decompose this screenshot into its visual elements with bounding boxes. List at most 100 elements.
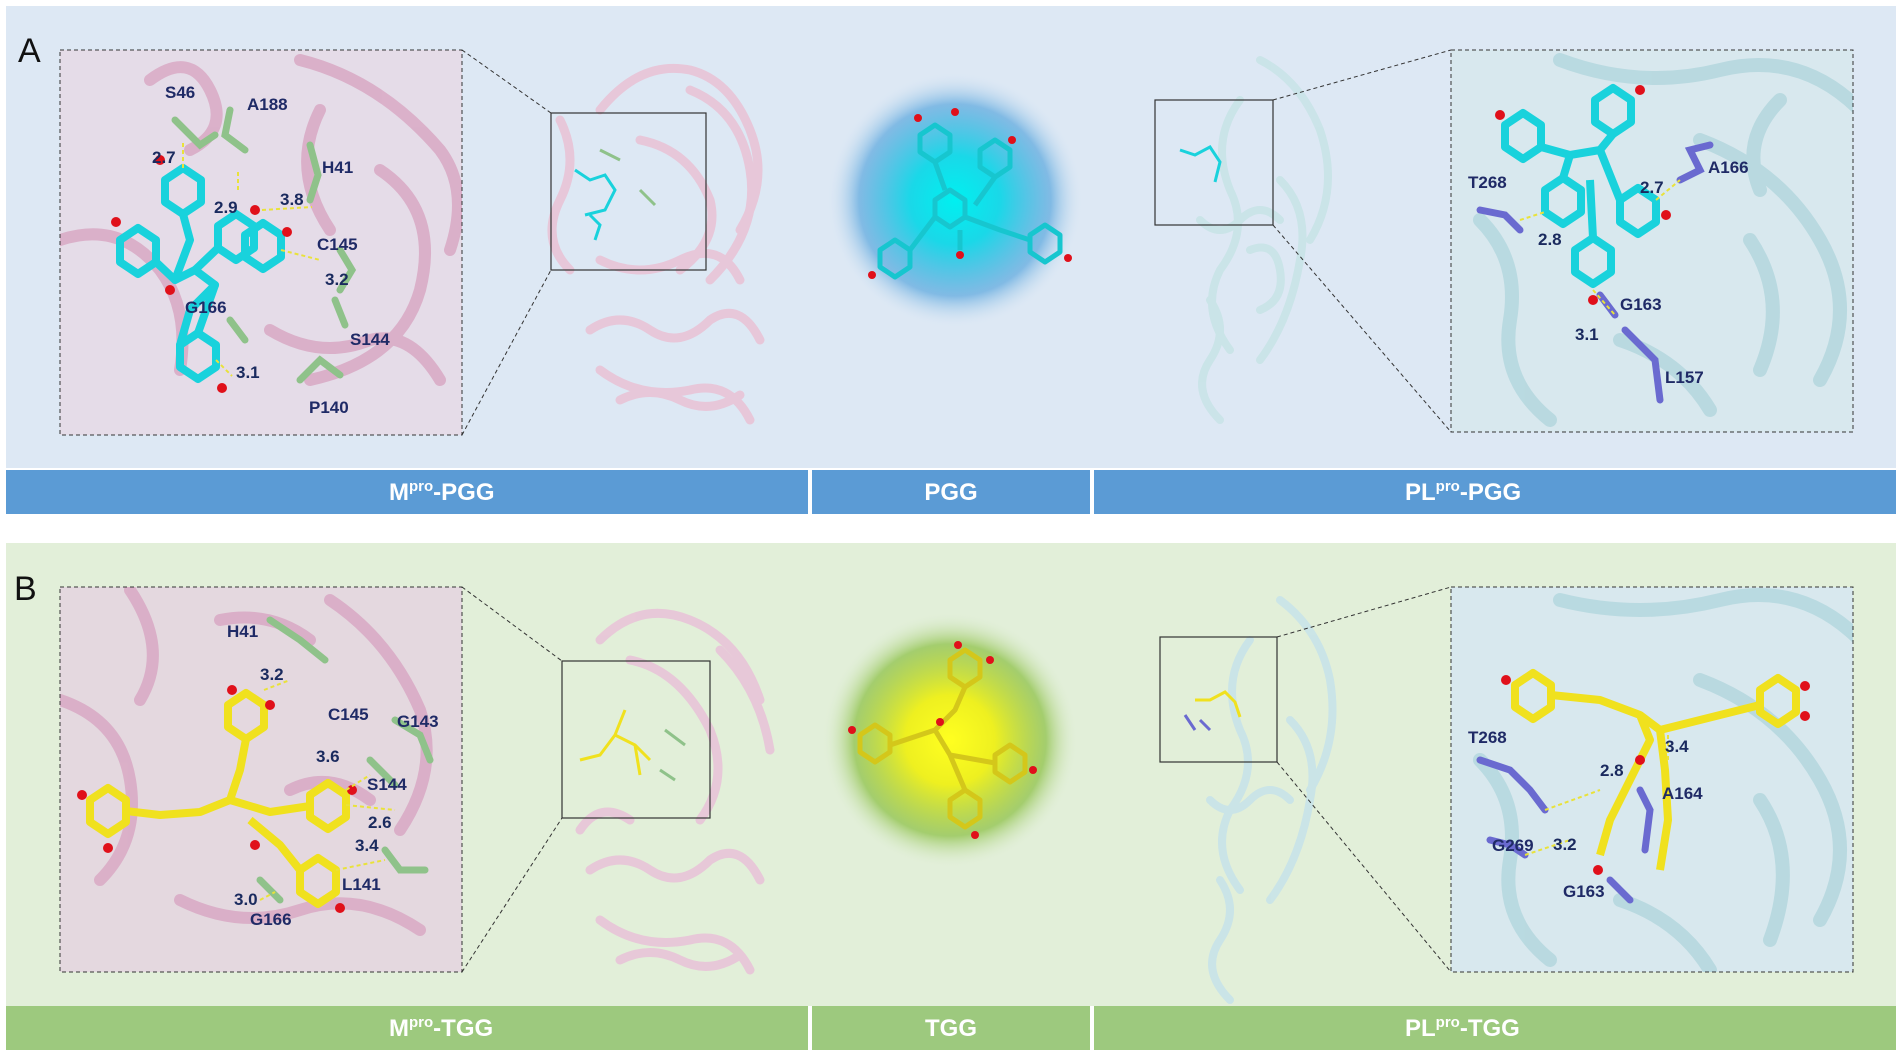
zoom-connector (461, 269, 552, 436)
residue-label-g143: G143 (397, 712, 439, 731)
bar-plpro-pgg (1094, 470, 1896, 514)
pgg-oxygens-plpro (1495, 85, 1671, 305)
plpro-mini-residues-b (1183, 714, 1212, 732)
mpro-pgg-zoom: S46 A188 H41 C145 G166 S144 P140 2.7 2.9… (59, 49, 463, 436)
tgg-glow (822, 612, 1078, 868)
panel-a-label-bar: Mpro-PGG PGG PLpro-PGG (6, 470, 1896, 514)
residue-label-g166: G166 (250, 910, 292, 929)
panel-a-letter: A (18, 32, 41, 70)
distance-label: 3.2 (325, 270, 349, 289)
residue-label-s144: S144 (367, 775, 407, 794)
residue-label-p140: P140 (309, 398, 349, 417)
distance-label: 3.2 (1553, 835, 1577, 854)
mpro-ribbon-zoom-b (60, 587, 433, 936)
plpro-pgg-zoom: A166 T268 G163 L157 2.7 2.8 3.1 (1450, 49, 1854, 433)
distance-label: 3.6 (316, 747, 340, 766)
plpro-binding-site-box (1154, 99, 1274, 226)
residue-label-h41: H41 (322, 158, 353, 177)
distance-label: 2.8 (1600, 761, 1624, 780)
tgg-oxygens-plpro (1501, 675, 1810, 875)
bar-label-tgg: TGG (925, 1015, 977, 1042)
panel-a: A (6, 6, 1896, 514)
plpro-overview-tgg (1206, 596, 1337, 1004)
plpro-ribbon-zoom (1473, 53, 1853, 427)
distance-label: 2.9 (214, 198, 238, 217)
distance-label: 3.4 (1665, 737, 1689, 756)
residue-label-c145: C145 (328, 705, 369, 724)
plpro-residues-tgg (1476, 756, 1654, 904)
zoom-connector (1276, 586, 1452, 638)
zoom-connector (1272, 49, 1452, 101)
residue-label-g166: G166 (185, 298, 227, 317)
residue-label-a166: A166 (1708, 158, 1749, 177)
hbonds-plpro-pgg (1519, 179, 1681, 316)
plpro-tgg-zoom: T268 A164 G269 G163 2.8 3.4 3.2 (1450, 586, 1854, 973)
hbonds-mpro-pgg (182, 140, 321, 377)
tgg-oxygens-zoom (77, 685, 357, 913)
distance-label: 3.0 (234, 890, 258, 909)
panel-b-label-bar: Mpro-TGG TGG PLpro-TGG (6, 1006, 1896, 1050)
plpro-binding-site-box-b (1159, 636, 1278, 763)
residue-label-g269: G269 (1492, 836, 1534, 855)
residue-label-l141: L141 (342, 875, 381, 894)
zoom-frame (59, 586, 463, 973)
residue-label-s144: S144 (350, 330, 390, 349)
mpro-residues-tgg (256, 616, 434, 904)
distance-label: 3.8 (280, 190, 304, 209)
tgg-ligand-plpro (1511, 669, 1800, 871)
bar-label-plpro-tgg: PLpro-TGG (1405, 1014, 1520, 1042)
plpro-residues-pgg (1476, 141, 1714, 404)
residue-label-l157: L157 (1665, 368, 1704, 387)
residue-label-g163: G163 (1563, 882, 1605, 901)
pgg-ligand-mini (574, 168, 617, 241)
distance-label: 2.7 (1640, 178, 1664, 197)
residue-label-t268: T268 (1468, 728, 1507, 747)
bar-mpro-tgg (6, 1006, 808, 1050)
pgg-glow (827, 72, 1083, 328)
residue-label-t268: T268 (1468, 173, 1507, 192)
mpro-residues-pgg (171, 106, 357, 384)
bar-label-mpro-tgg: Mpro-TGG (389, 1014, 493, 1042)
mpro-residues-mini (599, 148, 657, 207)
pgg-ligand-plpro (1501, 84, 1660, 288)
zoom-connector (461, 817, 563, 973)
plpro-mini-ligand (1179, 145, 1222, 183)
zoom-connector (1276, 761, 1452, 973)
bar-mpro-pgg (6, 470, 808, 514)
residue-label-c145: C145 (317, 235, 358, 254)
tgg-ligand-render (822, 612, 1078, 868)
mpro-overview-pgg (547, 63, 765, 425)
hbonds-plpro-tgg (1524, 735, 1669, 856)
distance-label: 3.1 (1575, 325, 1599, 344)
residue-label-h41: H41 (227, 622, 258, 641)
residue-label-a188: A188 (247, 95, 288, 114)
hbonds-mpro-tgg (259, 679, 396, 901)
zoom-frame (1450, 586, 1854, 973)
tgg-ligand-mini (579, 709, 652, 776)
bar-label-plpro-pgg: PLpro-PGG (1405, 478, 1521, 506)
mpro-residues-mini-b (659, 728, 686, 782)
zoom-frame (59, 49, 463, 436)
pgg-ligand-zoom (111, 155, 292, 393)
plpro-mini-ligand-b (1195, 690, 1242, 718)
distance-label: 2.8 (1538, 230, 1562, 249)
bar-label-pgg: PGG (924, 479, 977, 506)
distance-label: 3.4 (355, 836, 379, 855)
bar-tgg (812, 1006, 1090, 1050)
tgg-ligand-zoom (86, 689, 350, 908)
distance-label: 3.2 (260, 665, 284, 684)
residue-label-s46: S46 (165, 83, 195, 102)
mpro-binding-site-box-b (561, 660, 711, 819)
mpro-overview-tgg (575, 608, 775, 975)
distance-label: 2.7 (152, 148, 176, 167)
bar-label-mpro-pgg: Mpro-PGG (389, 478, 495, 506)
bar-pgg (812, 470, 1090, 514)
plpro-ribbon-zoom-b (1473, 588, 1853, 972)
residue-label-g163: G163 (1620, 295, 1662, 314)
panel-b: B (6, 543, 1896, 1050)
residue-label-a164: A164 (1662, 784, 1703, 803)
plpro-overview-pgg (1196, 56, 1332, 424)
bar-plpro-tgg (1094, 1006, 1896, 1050)
distance-label: 3.1 (236, 363, 260, 382)
